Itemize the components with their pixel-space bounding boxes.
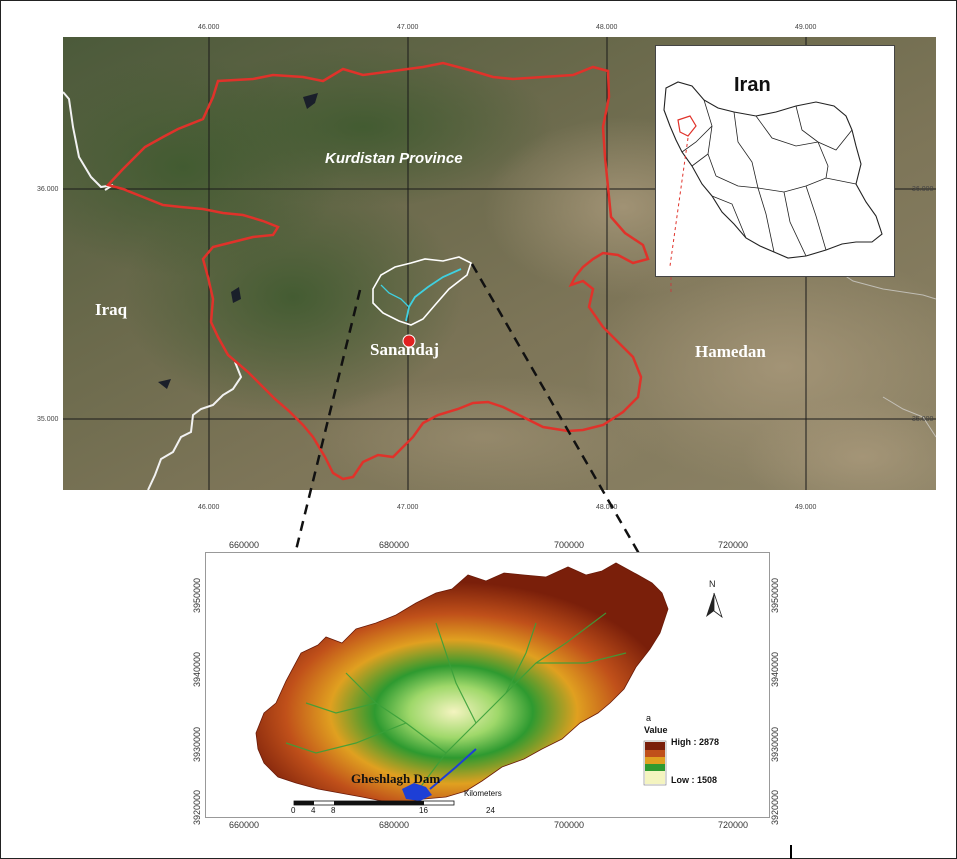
gheshlagh-dam bbox=[402, 783, 432, 801]
x-tick-bottom: 720000 bbox=[718, 820, 749, 830]
x-tick-top: 680000 bbox=[379, 540, 410, 550]
lat-tick-right: 36.000 bbox=[912, 186, 934, 193]
y-tick-right: 3930000 bbox=[770, 727, 780, 763]
iraq-border-south bbox=[147, 361, 243, 490]
north-arrow bbox=[706, 592, 723, 619]
dam-label: Gheshlagh Dam bbox=[351, 771, 441, 786]
x-tick-bottom: 680000 bbox=[379, 820, 410, 830]
dem-svg bbox=[255, 562, 723, 806]
lon-tick-top: 49.000 bbox=[795, 24, 817, 31]
lon-tick-bottom: 46.000 bbox=[198, 504, 220, 511]
y-tick-right: 3920000 bbox=[770, 790, 780, 826]
scale-unit: Kilometers bbox=[464, 789, 502, 798]
y-tick-left: 3940000 bbox=[192, 652, 202, 688]
legend-heading: Value bbox=[644, 725, 668, 735]
hamedan-label: Hamedan bbox=[695, 342, 766, 361]
x-tick-top: 720000 bbox=[718, 540, 749, 550]
iran-outline-svg bbox=[663, 81, 883, 267]
scale-tick: 4 bbox=[311, 806, 316, 815]
edge-line bbox=[790, 845, 792, 859]
scale-bar bbox=[293, 800, 455, 806]
lat-tick-right: 35.000 bbox=[912, 416, 934, 423]
x-tick-top: 700000 bbox=[554, 540, 585, 550]
sanandaj-marker bbox=[402, 334, 416, 348]
lon-tick-top: 48.000 bbox=[596, 24, 618, 31]
kurdistan-highlight bbox=[677, 115, 697, 137]
lon-tick-top: 46.000 bbox=[198, 24, 220, 31]
sanandaj-label: Sanandaj bbox=[370, 340, 439, 359]
legend-high: High : 2878 bbox=[671, 737, 720, 747]
scale-tick: 16 bbox=[419, 806, 428, 815]
scale-tick: 8 bbox=[331, 806, 336, 815]
iran-inset-title: Iran bbox=[734, 74, 771, 96]
y-tick-left: 3950000 bbox=[192, 578, 202, 614]
river bbox=[405, 268, 462, 322]
lon-tick-bottom: 48.000 bbox=[596, 504, 618, 511]
iraq-label: Iraq bbox=[95, 300, 128, 319]
lon-tick-top: 47.000 bbox=[397, 24, 419, 31]
legend-low: Low : 1508 bbox=[671, 775, 718, 785]
y-tick-right: 3940000 bbox=[770, 652, 780, 688]
catchment-boundary bbox=[372, 256, 472, 326]
lon-tick-bottom: 49.000 bbox=[795, 504, 817, 511]
x-tick-top: 660000 bbox=[229, 540, 260, 550]
lat-tick-left: 35.000 bbox=[37, 416, 59, 423]
y-tick-right: 3950000 bbox=[770, 578, 780, 614]
lon-tick-bottom: 47.000 bbox=[397, 504, 419, 511]
dem-map-panel: N Gheshlagh Dam a Value High : 2878 Low … bbox=[205, 552, 770, 818]
north-label: N bbox=[709, 579, 716, 589]
scale-tick: 0 bbox=[291, 806, 296, 815]
x-tick-bottom: 660000 bbox=[229, 820, 260, 830]
y-tick-left: 3920000 bbox=[192, 790, 202, 826]
y-tick-left: 3930000 bbox=[192, 727, 202, 763]
iran-inset-map: Iran bbox=[655, 45, 895, 277]
legend-letter: a bbox=[646, 713, 652, 723]
scale-tick: 24 bbox=[486, 806, 495, 815]
lat-tick-left: 36.000 bbox=[37, 186, 59, 193]
dem-catchment bbox=[255, 562, 669, 804]
x-tick-bottom: 700000 bbox=[554, 820, 585, 830]
kurdistan-province-label: Kurdistan Province bbox=[325, 150, 463, 167]
